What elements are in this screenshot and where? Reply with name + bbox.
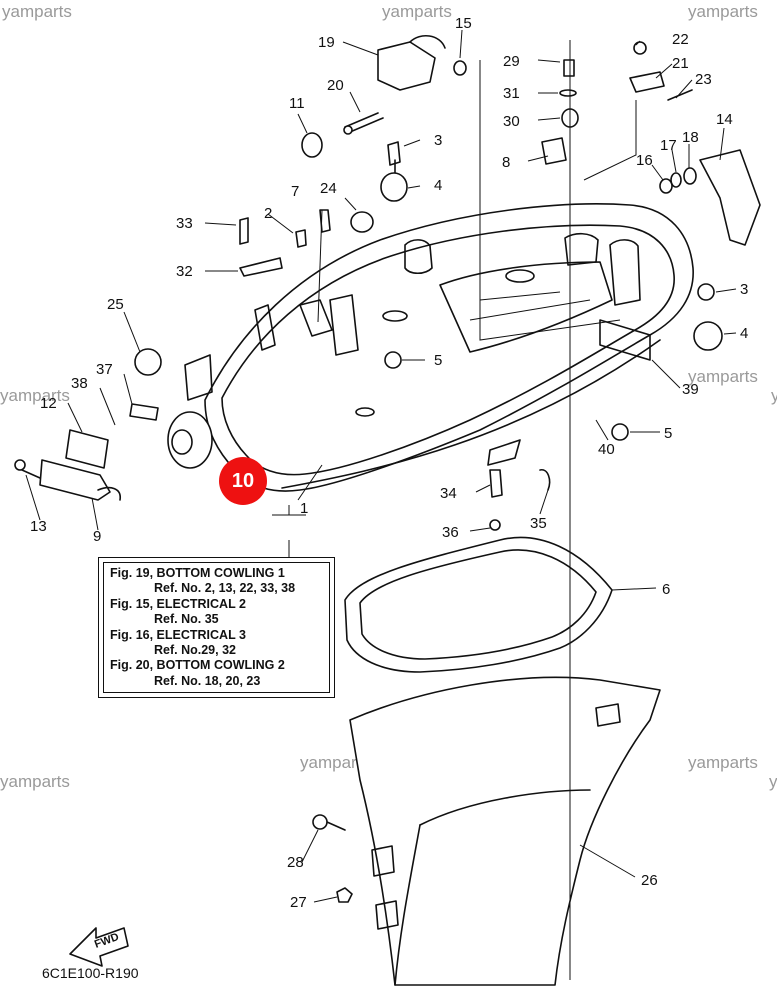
callout-36: 36: [442, 524, 459, 541]
callout-8: 8: [502, 154, 510, 171]
callout-34: 34: [440, 485, 457, 502]
callout-26: 26: [641, 872, 658, 889]
callout-30: 30: [503, 113, 520, 130]
callout-20: 20: [327, 77, 344, 94]
callout-24: 24: [320, 180, 337, 197]
ref-line: Ref. No. 35: [154, 612, 219, 627]
highlight-badge-part-10[interactable]: 10: [219, 457, 267, 505]
watermark: yamparts: [0, 772, 70, 791]
ref-line: Ref. No.29, 32: [154, 643, 236, 658]
watermark: yamparts: [382, 2, 452, 21]
callout-17: 17: [660, 137, 677, 154]
callout-2: 2: [264, 205, 272, 222]
callout-28: 28: [287, 854, 304, 871]
watermark: yamparts: [300, 753, 370, 772]
drawing-code: 6C1E100-R190: [42, 965, 139, 981]
callout-5-right: 5: [664, 425, 672, 442]
watermark: yamparts: [771, 386, 777, 405]
leader-lines: [25, 29, 737, 980]
seal-part-6: [344, 536, 613, 673]
callout-18: 18: [682, 129, 699, 146]
callout-4: 4: [434, 177, 442, 194]
callout-40: 40: [598, 441, 615, 458]
callout-38: 38: [71, 375, 88, 392]
ref-line: Fig. 16, ELECTRICAL 3: [110, 627, 246, 642]
watermark: yamparts: [2, 2, 72, 21]
callout-6: 6: [662, 581, 670, 598]
callout-29: 29: [503, 53, 520, 70]
ref-line: Ref. No. 2, 13, 22, 33, 38: [154, 581, 296, 596]
watermark: yamparts: [688, 367, 758, 386]
callout-21: 21: [672, 55, 689, 72]
bottom-cowling-part-1: [184, 203, 694, 492]
callout-27: 27: [290, 894, 307, 911]
ref-line: Fig. 19, BOTTOM COWLING 1: [110, 566, 285, 580]
callout-31: 31: [503, 85, 520, 102]
watermark: yamparts: [688, 753, 758, 772]
callout-3-right: 3: [740, 281, 748, 298]
callout-16: 16: [636, 152, 653, 169]
reference-box: Fig. 19, BOTTOM COWLING 1 Ref. No. 2, 13…: [98, 557, 335, 698]
watermark: yamparts: [0, 386, 70, 405]
callout-32: 32: [176, 263, 193, 280]
callout-22: 22: [672, 31, 689, 48]
callout-3: 3: [434, 132, 442, 149]
callout-15: 15: [455, 15, 472, 32]
ref-line: Ref. No. 18, 20, 23: [154, 673, 261, 688]
callout-1: 1: [300, 500, 308, 517]
callout-labels: 1 2 3 4 5 6 7 8 9 11 12 13 14 15 16 17 1…: [30, 15, 748, 911]
ref-line: Fig. 15, ELECTRICAL 2: [110, 596, 246, 611]
callout-39: 39: [682, 381, 699, 398]
callout-33: 33: [176, 215, 193, 232]
callout-13: 13: [30, 518, 47, 535]
callout-35: 35: [530, 515, 547, 532]
lower-casing-part-26: [349, 676, 661, 986]
small-parts: FWD: [14, 35, 761, 967]
watermark: yamparts: [769, 772, 777, 791]
callout-25: 25: [107, 296, 124, 313]
callout-5: 5: [434, 352, 442, 369]
watermark: yamparts: [688, 2, 758, 21]
callout-7: 7: [291, 183, 299, 200]
callout-23: 23: [695, 71, 712, 88]
callout-14: 14: [716, 111, 733, 128]
callout-12: 12: [40, 395, 57, 412]
callout-11: 11: [289, 95, 305, 112]
callout-19: 19: [318, 34, 335, 51]
callout-9: 9: [93, 528, 101, 545]
reference-box-inner: Fig. 19, BOTTOM COWLING 1 Ref. No. 2, 13…: [103, 562, 330, 693]
callout-4-right: 4: [740, 325, 748, 342]
callout-37: 37: [96, 361, 113, 378]
ref-line: Fig. 20, BOTTOM COWLING 2: [110, 658, 285, 673]
